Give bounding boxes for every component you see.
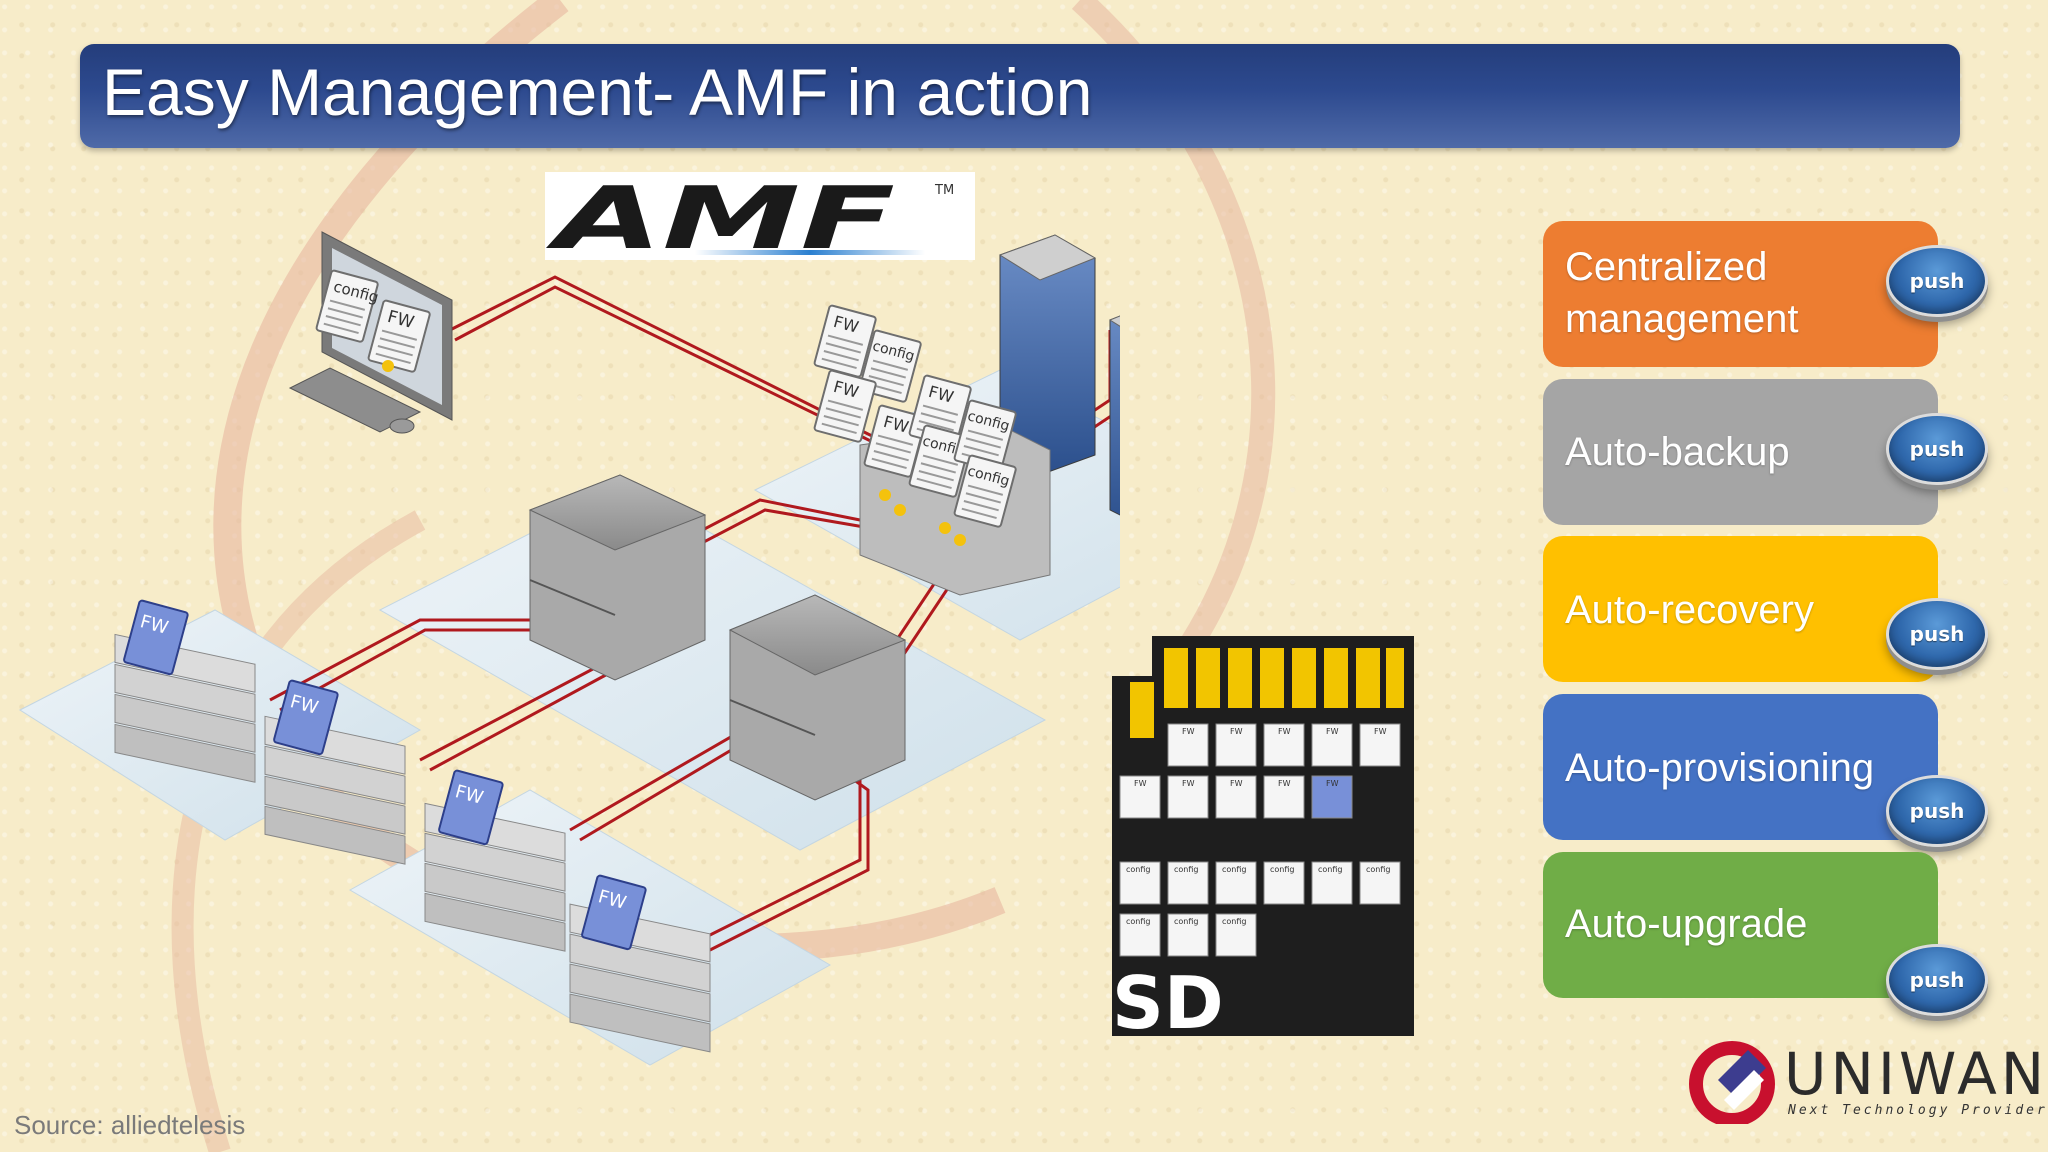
push-button-auto-upgrade[interactable]: push bbox=[1886, 944, 1988, 1016]
distribution-switch-1 bbox=[528, 474, 707, 681]
push-button-auto-provisioning[interactable]: push bbox=[1886, 775, 1988, 847]
edge-switch-3: FW bbox=[424, 769, 566, 952]
feature-auto-backup: Auto-backup bbox=[1543, 379, 1938, 525]
sd-config-2: config bbox=[1174, 865, 1198, 874]
feature-label-auto-backup: Auto-backup bbox=[1565, 430, 1790, 474]
feature-auto-upgrade: Auto-upgrade bbox=[1543, 852, 1938, 998]
brand-tagline: Next Technology Provider bbox=[1788, 1103, 2048, 1118]
sd-config-1: config bbox=[1126, 865, 1150, 874]
feature-label-auto-upgrade: Auto-upgrade bbox=[1565, 902, 1808, 946]
feature-auto-provisioning: Auto-provisioning bbox=[1543, 694, 1938, 840]
edge-switch-4: FW bbox=[569, 874, 711, 1053]
sd-fw-6: FW bbox=[1134, 779, 1147, 788]
server-racks bbox=[998, 234, 1120, 516]
sd-fw-8: FW bbox=[1230, 779, 1243, 788]
sd-card: FW FW FW FW FW FW FW FW FW FW config con… bbox=[1112, 636, 1414, 1036]
sd-fw-1: FW bbox=[1182, 727, 1195, 736]
feature-label-auto-provisioning: Auto-provisioning bbox=[1565, 746, 1875, 790]
sd-fw-7: FW bbox=[1182, 779, 1195, 788]
feature-label-centralized: Centralized bbox=[1565, 245, 1768, 289]
sd-config-4: config bbox=[1270, 865, 1294, 874]
push-button-centralized-management[interactable]: push bbox=[1886, 245, 1988, 317]
source-caption: Source: alliedtelesis bbox=[14, 1110, 246, 1140]
page-title: Easy Management- AMF in action bbox=[102, 55, 1093, 129]
amf-logo: AMF TM bbox=[545, 169, 975, 269]
sd-config-9: config bbox=[1222, 917, 1246, 926]
feature-label-auto-recovery: Auto-recovery bbox=[1565, 588, 1814, 632]
feature-label-management: management bbox=[1565, 297, 1799, 341]
sd-fw-2: FW bbox=[1230, 727, 1243, 736]
sd-fw-10: FW bbox=[1326, 779, 1339, 788]
title-bar: Easy Management- AMF in action bbox=[80, 44, 1960, 148]
push-button-auto-recovery[interactable]: push bbox=[1886, 598, 1988, 670]
amf-logo-tm: TM bbox=[934, 183, 954, 198]
distribution-switch-2 bbox=[728, 594, 907, 801]
network-diagram: config FW FW config FW FW FW config conf… bbox=[18, 231, 1120, 1066]
sd-fw-5: FW bbox=[1374, 727, 1387, 736]
edge-switch-2: FW bbox=[264, 679, 406, 865]
edge-switch-1: FW bbox=[114, 599, 256, 783]
sd-fw-4: FW bbox=[1326, 727, 1339, 736]
sd-fw-3: FW bbox=[1278, 727, 1291, 736]
sd-card-label: SD bbox=[1112, 961, 1224, 1036]
amf-logo-graphic: AMF TM bbox=[545, 169, 954, 269]
push-button-auto-backup[interactable]: push bbox=[1886, 413, 1988, 485]
admin-computer: config FW bbox=[288, 231, 453, 434]
uniwan-logo: UNIWAN Next Technology Provider bbox=[1688, 1040, 2045, 1124]
sd-config-8: config bbox=[1174, 917, 1198, 926]
feature-auto-recovery: Auto-recovery bbox=[1543, 536, 1938, 682]
sd-config-5: config bbox=[1318, 865, 1342, 874]
sd-config-3: config bbox=[1222, 865, 1246, 874]
brand-name: UNIWAN bbox=[1784, 1040, 2048, 1108]
core-switch: FW config FW FW FW config config config bbox=[812, 304, 1051, 596]
sd-config-7: config bbox=[1126, 917, 1150, 926]
sd-fw-9: FW bbox=[1278, 779, 1291, 788]
uniwan-logo-icon bbox=[1689, 1041, 1775, 1124]
feature-centralized-management: Centralized management bbox=[1543, 221, 1938, 367]
sd-config-6: config bbox=[1366, 865, 1390, 874]
